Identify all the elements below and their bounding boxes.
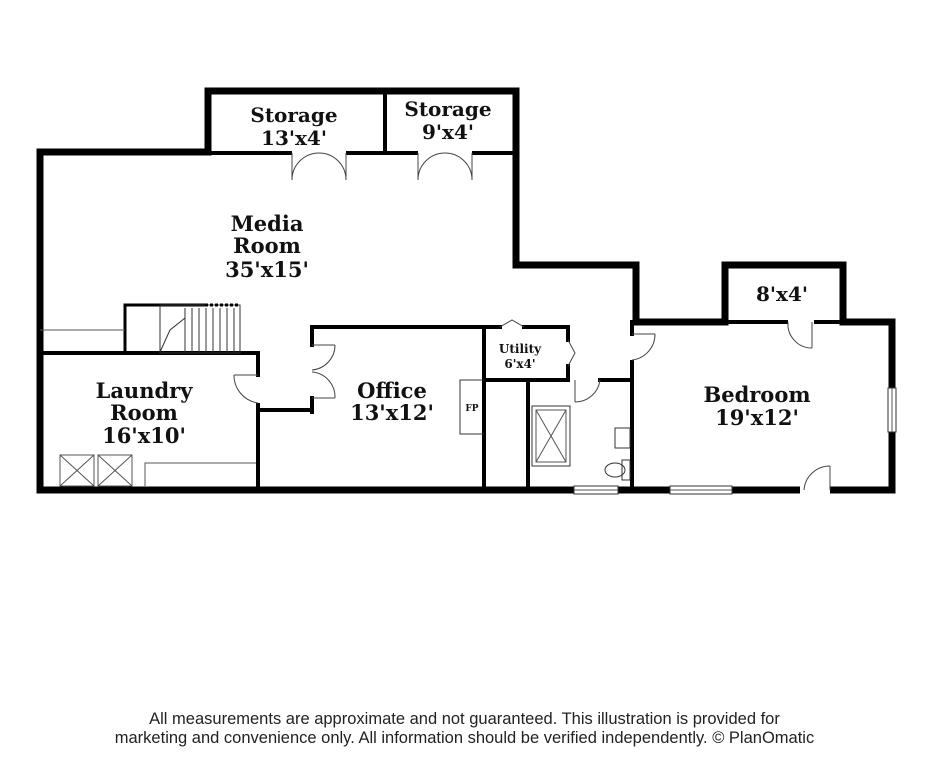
laundry-appliances [59, 454, 256, 487]
laundry-room-name-line2: Room [110, 400, 178, 425]
office-label: Office 13'x12' [350, 378, 434, 425]
storage-right-label: Storage 9'x4' [404, 97, 491, 144]
laundry-room-name-line1: Laundry [96, 378, 194, 403]
utility-label: Utility 6'x4' [499, 342, 542, 371]
bathroom-fixtures [531, 405, 631, 481]
exterior-walls [36, 87, 896, 494]
bedroom-label: Bedroom 19'x12' [703, 382, 810, 430]
storage-left-dims: 13'x4' [261, 126, 327, 150]
office-dims: 13'x12' [350, 400, 434, 425]
staircase [40, 303, 241, 354]
bedroom-dims: 19'x12' [715, 405, 799, 430]
media-room-name-line2: Room [233, 233, 301, 258]
storage-right-dims: 9'x4' [422, 120, 474, 144]
utility-name: Utility [499, 342, 542, 356]
closet-dims: 8'x4' [756, 282, 808, 306]
media-room-name-line1: Media [231, 211, 304, 236]
disclaimer-line-1: All measurements are approximate and not… [149, 710, 780, 728]
storage-right-name: Storage [404, 97, 491, 121]
laundry-room-label: Laundry Room 16'x10' [96, 378, 194, 448]
fireplace: FP [459, 379, 484, 435]
windows [573, 387, 897, 495]
utility-dims: 6'x4' [504, 357, 535, 371]
media-room-label: Media Room 35'x15' [225, 211, 309, 282]
storage-left-label: Storage 13'x4' [250, 103, 337, 150]
storage-left-name: Storage [250, 103, 337, 127]
room-labels: Storage 13'x4' Storage 9'x4' Media Room … [96, 97, 811, 448]
laundry-room-dims: 16'x10' [102, 423, 186, 448]
interior-walls [38, 89, 845, 492]
floor-plan-diagram: FP [36, 87, 897, 495]
media-room-dims: 35'x15' [225, 257, 309, 282]
disclaimer: All measurements are approximate and not… [0, 710, 929, 748]
doors [233, 150, 831, 494]
office-name: Office [357, 378, 427, 403]
fireplace-label: FP [465, 404, 478, 414]
bedroom-name: Bedroom [703, 382, 810, 407]
closet-label: 8'x4' [756, 282, 808, 306]
disclaimer-line-2: marketing and convenience only. All info… [114, 729, 815, 747]
